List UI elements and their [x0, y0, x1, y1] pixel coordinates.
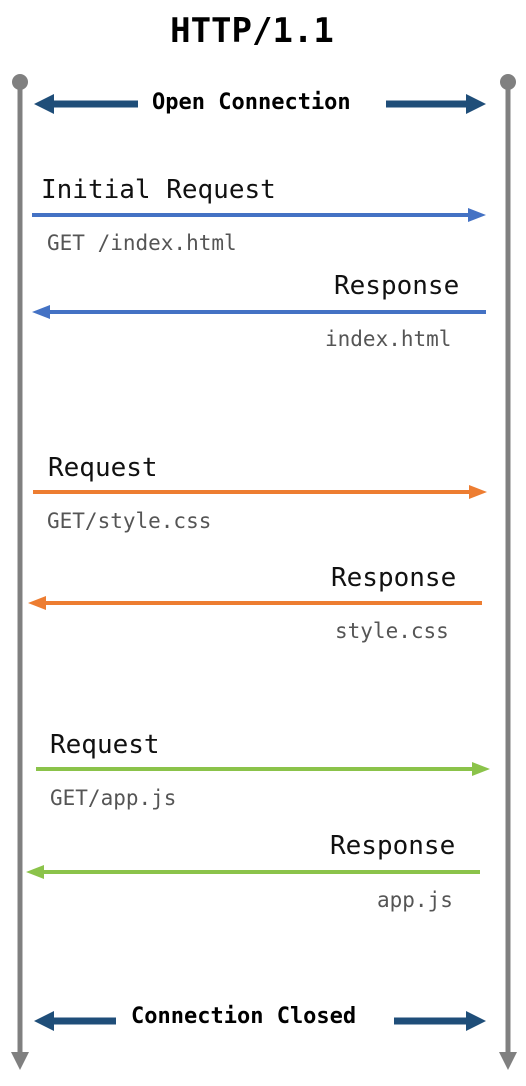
response-arrow-2-head: [28, 596, 46, 610]
connection-closed-arrow-left-head: [34, 1011, 54, 1031]
diagram-title: HTTP/1.1: [170, 11, 334, 51]
response-detail-2: style.css: [335, 619, 449, 643]
request-detail-2: GET/style.css: [47, 509, 212, 533]
connection-closed-label: Connection Closed: [131, 1004, 357, 1029]
request-detail-3: GET/app.js: [50, 786, 177, 810]
lifelines: [11, 74, 517, 1070]
response-label-3: Response: [330, 831, 456, 861]
request-arrow-2-head: [469, 485, 487, 499]
open-connection-arrow-left-head: [34, 94, 54, 114]
server-lifeline-arrowhead: [499, 1052, 517, 1070]
response-label-2: Response: [331, 563, 457, 593]
request-arrow-1-head: [468, 208, 486, 222]
response-detail-3: app.js: [377, 888, 453, 912]
open-connection-arrow-right-head: [466, 94, 486, 114]
response-label-1: Response: [334, 271, 460, 301]
request-arrow-3-head: [472, 762, 490, 776]
request-detail-1: GET /index.html: [47, 231, 237, 255]
open-connection-label: Open Connection: [152, 90, 351, 115]
request-label-3: Request: [50, 730, 160, 760]
request-label-1: Initial Request: [41, 175, 276, 205]
request-label-2: Request: [48, 453, 158, 483]
connection-closed-arrow-right-head: [466, 1011, 486, 1031]
message-arrows: [26, 94, 490, 1031]
response-arrow-1-head: [32, 305, 50, 319]
response-arrow-3-head: [26, 865, 44, 879]
response-detail-1: index.html: [325, 327, 452, 351]
client-lifeline-arrowhead: [11, 1052, 29, 1070]
